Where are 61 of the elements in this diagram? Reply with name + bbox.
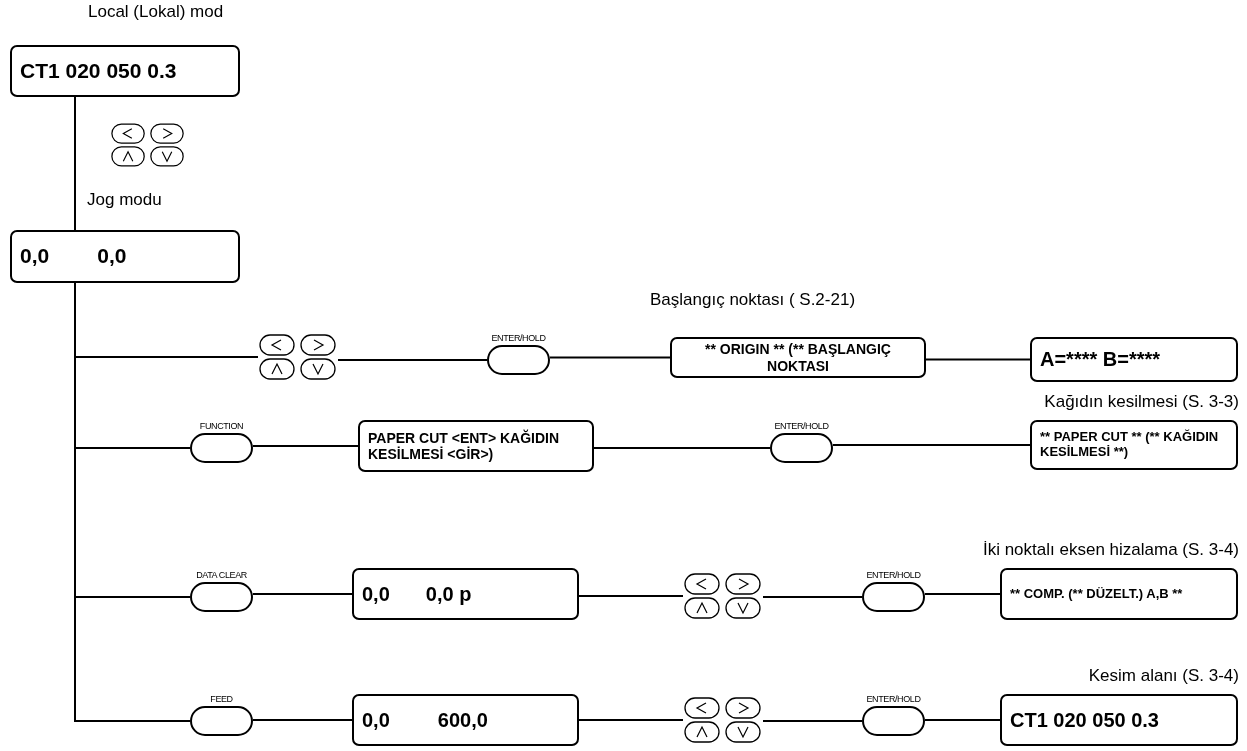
display-screen — [358, 420, 594, 472]
mode-caption: İki noktalı eksen hizalama (S. 3-4) — [982, 540, 1239, 560]
display-screen — [352, 568, 579, 620]
display-screen — [352, 694, 579, 746]
arrow-keys-icon — [258, 333, 338, 381]
display-screen — [10, 45, 240, 97]
key-label: ENTER/HOLD — [491, 333, 546, 344]
mode-caption: Kesim alanı (S. 3-4) — [1088, 666, 1239, 686]
display-screen — [1000, 694, 1238, 746]
key-label: FEED — [210, 694, 233, 705]
connector-line — [925, 358, 1031, 361]
connector-line — [578, 719, 684, 721]
display-text: 0,0 — [362, 582, 390, 606]
key-button — [862, 706, 925, 736]
connector-line — [74, 96, 76, 231]
key-label: DATA CLEAR — [196, 570, 247, 581]
mode-caption: Başlangıç noktası ( S.2-21) — [650, 290, 856, 310]
display-text: 0,0 — [97, 244, 127, 269]
display-screen — [1030, 420, 1238, 470]
mode-caption: Kağıdın kesilmesi (S. 3-3) — [1044, 392, 1239, 412]
connector-line — [924, 719, 1001, 721]
display-screen — [10, 230, 240, 283]
display-text: ** PAPER CUT ** (** KAĞIDIN KESİLMESİ **) — [1040, 430, 1220, 460]
key-label: ENTER/HOLD — [774, 421, 829, 432]
arrow-keys-icon — [683, 572, 763, 620]
key-button — [487, 345, 550, 375]
key-button — [190, 582, 253, 612]
connector-line — [252, 593, 353, 595]
key-button — [190, 433, 253, 463]
display-text: 0,0 — [362, 708, 390, 732]
connector-line — [762, 596, 863, 598]
mode-caption: Local (Lokal) mod — [88, 2, 224, 22]
connector-line — [549, 356, 671, 359]
key-label: ENTER/HOLD — [866, 694, 921, 705]
display-text: CT1 020 050 0.3 — [20, 58, 177, 84]
display-text: ** ORIGIN ** (** BAŞLANGIÇ NOKTASI — [704, 341, 892, 374]
key-button — [190, 706, 253, 736]
key-button — [770, 433, 833, 463]
connector-line — [252, 445, 359, 447]
connector-line — [593, 447, 771, 449]
display-text: PAPER CUT <ENT> KAĞIDIN KESİLMESİ <GİR>) — [368, 429, 561, 463]
key-label: FUNCTION — [199, 421, 244, 432]
display-text: CT1 020 050 0.3 — [1010, 708, 1159, 732]
display-text: A=**** B=**** — [1040, 348, 1161, 371]
connector-line — [578, 595, 684, 597]
display-text: 0,0 — [20, 244, 50, 269]
display-screen — [1030, 337, 1238, 382]
display-text: 0,0 p — [425, 582, 472, 606]
mode-caption: Jog modu — [87, 190, 162, 210]
connector-line — [832, 444, 1031, 446]
connector-line — [924, 593, 1001, 595]
display-screen — [1000, 568, 1238, 620]
display-text: 600,0 — [437, 708, 488, 732]
arrow-keys-icon — [683, 696, 763, 744]
key-button — [862, 582, 925, 612]
display-text: ** COMP. (** DÜZELT.) A,B ** — [1010, 586, 1183, 602]
connector-line — [337, 359, 488, 361]
connector-line — [762, 720, 863, 722]
connector-line — [252, 719, 353, 721]
display-screen — [670, 337, 926, 378]
key-label: ENTER/HOLD — [866, 570, 921, 581]
